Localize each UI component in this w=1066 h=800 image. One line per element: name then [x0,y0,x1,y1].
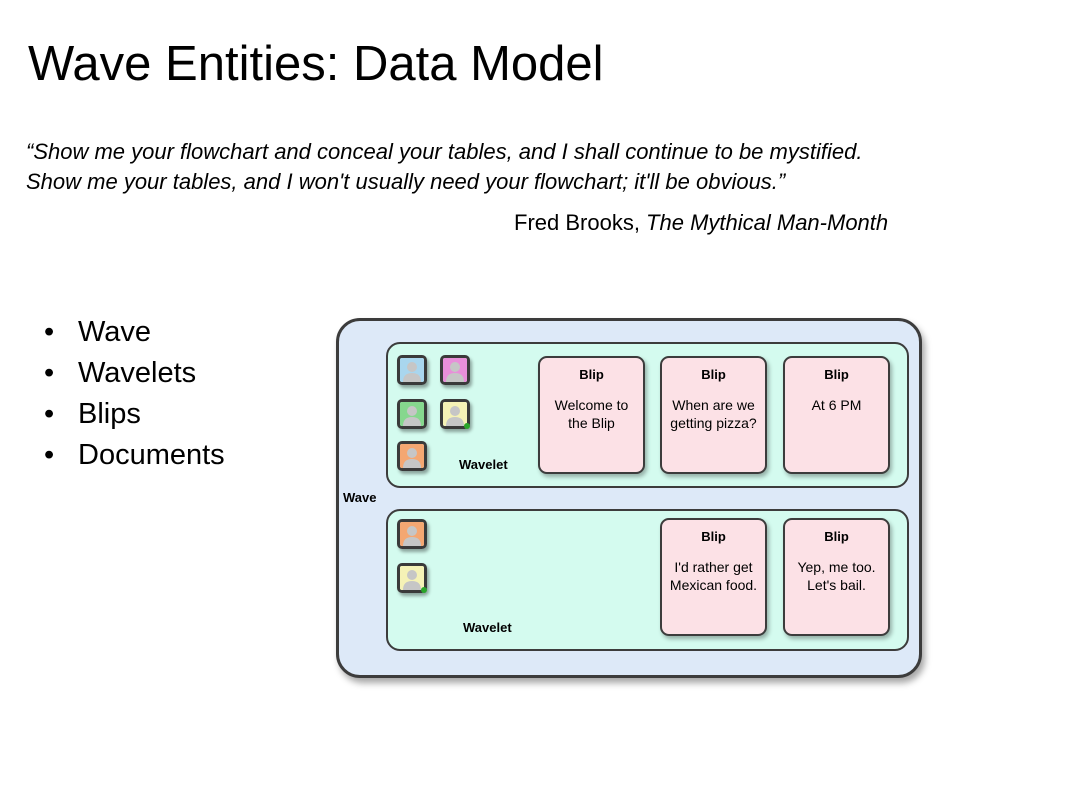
blip-text: When are we getting pizza? [666,396,761,432]
quote-attribution: Fred Brooks, The Mythical Man-Month [514,208,888,238]
bullet-text: Documents [78,439,225,471]
blip-text: Welcome to the Blip [544,396,639,432]
online-status-dot [464,423,470,429]
bullet-item: • Blips [44,394,225,435]
bullet-dot: • [44,439,55,471]
attribution-book-title: The Mythical Man-Month [646,210,889,235]
blip-title: Blip [824,529,849,544]
wave-label: Wave [343,490,377,505]
participant-avatar-orange [397,441,427,471]
person-icon [400,444,424,468]
slide-title: Wave Entities: Data Model [28,37,604,91]
blip-text-line: Yep, me too. [797,559,876,575]
participant-avatar-yellow [440,399,470,429]
blip-text: Yep, me too. Let's bail. [789,558,884,594]
blip-card: Blip When are we getting pizza? [660,356,767,474]
person-icon [400,358,424,382]
quote-line-1: “Show me your flowchart and conceal your… [26,139,863,164]
blip-card: Blip At 6 PM [783,356,890,474]
blip-text-line: Mexican food. [669,577,758,593]
blip-text-line: Welcome to [554,397,629,413]
blip-card: Blip Yep, me too. Let's bail. [783,518,890,636]
entity-bullet-list: • Wave • Wavelets • Blips • Documents [44,312,225,476]
blip-text-line: getting pizza? [670,415,757,431]
participant-avatar-pink [440,355,470,385]
blip-title: Blip [579,367,604,382]
bullet-text: Wave [78,316,152,348]
bullet-text: Wavelets [78,357,197,389]
bullet-dot: • [44,316,55,348]
participant-avatar-yellow [397,563,427,593]
blip-text-line: When are we [672,397,755,413]
blip-title: Blip [701,529,726,544]
bullet-dot: • [44,398,55,430]
participant-avatar-orange [397,519,427,549]
participant-avatar-blue [397,355,427,385]
brooks-quote: “Show me your flowchart and conceal your… [26,137,1026,197]
person-icon [443,358,467,382]
person-icon [400,566,424,590]
person-icon [443,402,467,426]
blip-text: At 6 PM [789,396,884,414]
person-icon [400,522,424,546]
bullet-item: • Wave [44,312,225,353]
bullet-item: • Documents [44,435,225,476]
bullet-item: • Wavelets [44,353,225,394]
bullet-dot: • [44,357,55,389]
blip-text-line: Let's bail. [807,577,866,593]
blip-title: Blip [824,367,849,382]
person-icon [400,402,424,426]
attribution-author: Fred Brooks, [514,210,647,235]
wavelet-1-label: Wavelet [459,457,508,472]
participant-avatar-green [397,399,427,429]
blip-text-line: the Blip [568,415,615,431]
blip-text-line: I'd rather get [674,559,753,575]
online-status-dot [421,587,427,593]
blip-title: Blip [701,367,726,382]
quote-line-2: Show me your tables, and I won't usually… [26,169,786,194]
blip-text-line: At 6 PM [811,397,862,413]
wavelet-2-label: Wavelet [463,620,512,635]
bullet-text: Blips [78,398,141,430]
blip-card: Blip Welcome to the Blip [538,356,645,474]
